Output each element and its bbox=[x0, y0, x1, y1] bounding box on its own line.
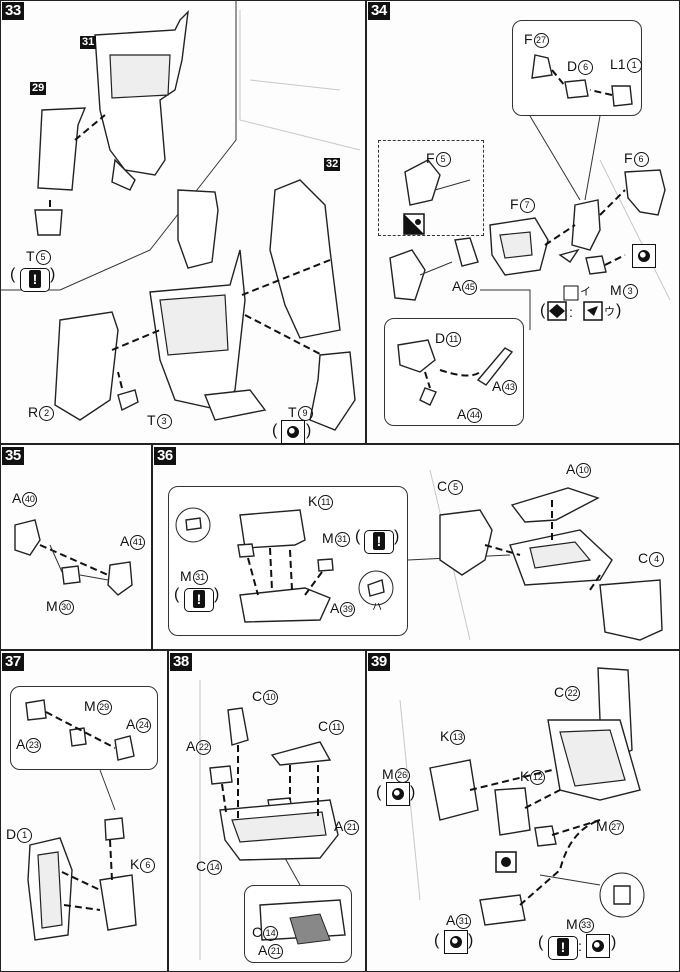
option-sep: : bbox=[578, 938, 582, 954]
paint-icon bbox=[281, 420, 305, 444]
paren: ( bbox=[174, 586, 180, 603]
paren: ( bbox=[540, 302, 546, 319]
step-ref-29: 29 bbox=[30, 82, 47, 95]
paint-icon bbox=[586, 934, 610, 958]
step-number: 39 bbox=[368, 653, 390, 671]
step-number: 38 bbox=[170, 653, 192, 671]
paren: ) bbox=[394, 528, 400, 545]
paren: ( bbox=[538, 934, 544, 951]
paint-icon bbox=[386, 782, 410, 806]
step-ref-32: 32 bbox=[324, 158, 341, 171]
paren: ( bbox=[434, 932, 440, 949]
step-ref-31: 31 bbox=[80, 36, 97, 49]
option-box-34 bbox=[378, 140, 484, 236]
paren: ) bbox=[468, 932, 474, 949]
paint-icon bbox=[632, 244, 656, 268]
paren: ) bbox=[616, 302, 622, 319]
caution-icon bbox=[20, 268, 50, 292]
inset-note-ha: ハ bbox=[372, 602, 382, 613]
caution-icon bbox=[364, 530, 394, 554]
paren: ) bbox=[306, 422, 312, 439]
option-label-u: ウ bbox=[604, 306, 615, 318]
option-label-i: イ bbox=[580, 286, 591, 298]
step-number: 36 bbox=[154, 447, 176, 465]
step-number: 37 bbox=[2, 653, 24, 671]
paren: ( bbox=[376, 784, 382, 801]
paren: ( bbox=[272, 422, 278, 439]
step-number: 33 bbox=[2, 2, 24, 20]
step-number: 34 bbox=[368, 2, 390, 20]
caution-icon bbox=[548, 936, 578, 960]
step-number: 35 bbox=[2, 447, 24, 465]
paren: ) bbox=[410, 784, 416, 801]
paren: ( bbox=[355, 528, 361, 545]
paren: ( bbox=[10, 266, 16, 283]
paren: ) bbox=[611, 934, 617, 951]
option-sep: : bbox=[569, 304, 573, 320]
paint-icon bbox=[444, 930, 468, 954]
paren: ) bbox=[214, 586, 220, 603]
caution-icon bbox=[184, 588, 214, 612]
paren: ) bbox=[50, 266, 56, 283]
